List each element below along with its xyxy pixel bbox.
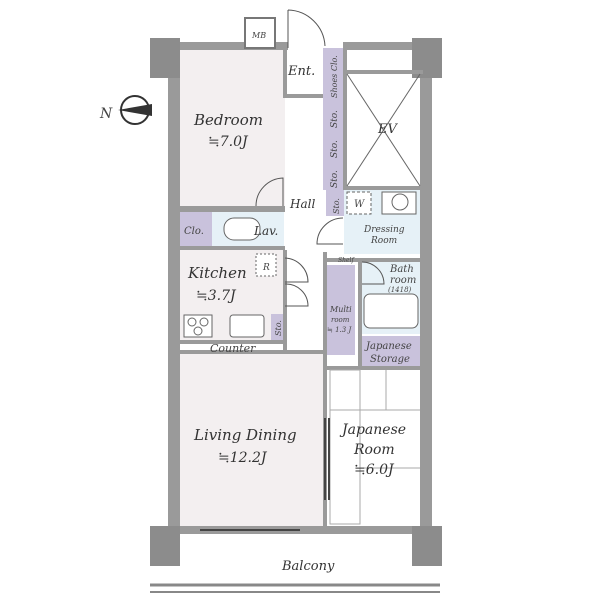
- hall-label: Hall: [289, 197, 315, 211]
- sto-label-3: Sto.: [330, 170, 340, 188]
- sliding-doors: [200, 418, 330, 531]
- multi-room-label-1: Multi: [329, 305, 352, 314]
- bathroom-label-1: Bath: [389, 264, 414, 275]
- north-arrow: N: [99, 95, 152, 125]
- ent-label: Ent.: [287, 64, 315, 79]
- lav-label: Lav.: [253, 224, 278, 238]
- balcony: [150, 583, 440, 593]
- clo-area: [180, 212, 212, 246]
- japanese-room-label-2: Room: [353, 442, 395, 458]
- hall-area: [285, 95, 325, 255]
- living-dining-label: Living Dining: [193, 426, 297, 444]
- counter-label: Counter: [210, 342, 256, 355]
- sto-4-area: [326, 190, 344, 216]
- sto-label-1: Sto.: [330, 110, 340, 128]
- bedroom-area: [180, 48, 285, 208]
- bathroom-label-3: (1418): [388, 286, 412, 294]
- sto-label-4: Sto.: [332, 198, 341, 214]
- ev-label: EV: [377, 122, 398, 137]
- sto-kitchen-label: Sto.: [274, 320, 283, 336]
- shoes-clo-label: Shoes Clo.: [330, 55, 339, 98]
- shelf-label: Shelf: [338, 257, 355, 264]
- balcony-label: Balcony: [281, 559, 335, 574]
- multi-room-label-2: room: [331, 316, 350, 324]
- sto-3-area: [323, 160, 343, 190]
- r-label: R: [262, 263, 270, 273]
- japanese-storage-label-1: Japanese: [364, 341, 412, 352]
- clo-label: Clo.: [184, 226, 204, 237]
- japanese-room-label-1: Japanese: [339, 422, 406, 438]
- walls: [150, 17, 442, 566]
- north-label: N: [99, 106, 113, 122]
- kitchen-label: Kitchen: [187, 264, 247, 282]
- bedroom-size: ≒7.0J: [208, 134, 249, 150]
- living-dining-area: [180, 354, 325, 526]
- dressing-room-label-1: Dressing: [363, 225, 405, 235]
- bedroom-label: Bedroom: [193, 111, 263, 129]
- living-dining-size: ≒12.2J: [218, 450, 268, 466]
- multi-room-label-3: ≒ 1.3 J: [327, 326, 352, 334]
- sto-1-area: [323, 100, 343, 130]
- inner-walls: [180, 48, 425, 526]
- shoes-clo-area: [323, 48, 343, 100]
- multi-room-area: [325, 265, 355, 355]
- japanese-room-area: [330, 368, 422, 526]
- sto-kitchen-area: [271, 314, 285, 340]
- sto-2-area: [323, 130, 343, 160]
- door-swings: [255, 9, 385, 307]
- fixtures: [183, 73, 421, 525]
- mb-label: MB: [251, 31, 266, 40]
- japanese-storage-area: [362, 336, 422, 366]
- dressing-room-label-2: Room: [370, 236, 397, 246]
- bathroom-label-2: room: [390, 275, 416, 286]
- sto-label-2: Sto.: [330, 140, 340, 158]
- kitchen-size: ≒3.7J: [196, 288, 237, 304]
- w-label: W: [354, 199, 365, 210]
- japanese-room-size: ≒6.0J: [354, 462, 395, 478]
- japanese-storage-label-2: Storage: [370, 354, 410, 365]
